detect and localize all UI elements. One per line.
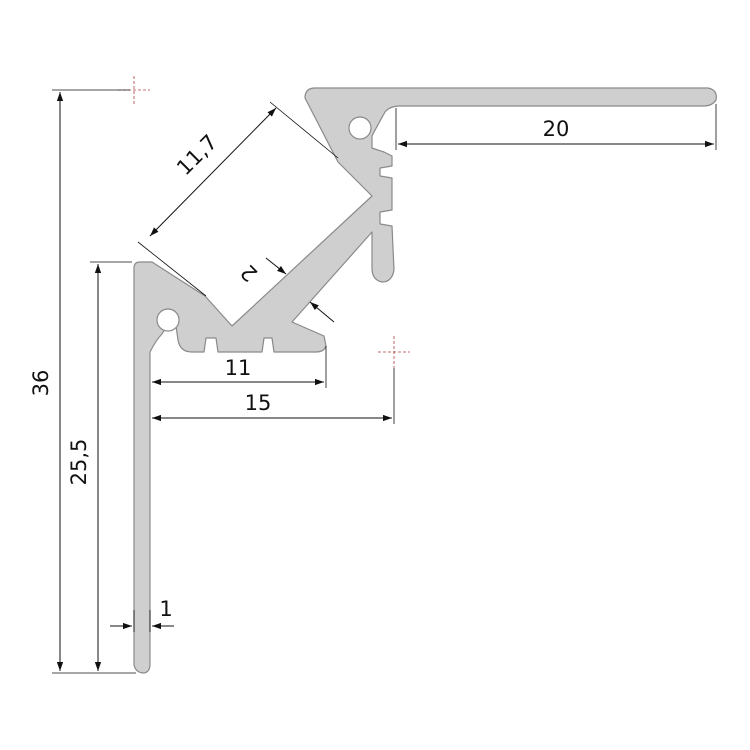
upper-screw-channel — [348, 116, 372, 140]
dimension-wall-thickness: 1 — [110, 597, 174, 632]
lower-screw-channel — [156, 308, 180, 332]
right-center-mark — [378, 336, 410, 368]
total-height-label: 36 — [29, 370, 53, 397]
wall-thickness-label: 1 — [159, 597, 172, 621]
diagonal-width-label: 11,7 — [172, 130, 222, 180]
diagonal-thickness-label: 2 — [236, 260, 262, 286]
dimension-bottom-outer: 15 — [152, 368, 395, 424]
dimension-inner-height: 25,5 — [67, 261, 132, 671]
top-center-mark — [118, 76, 150, 106]
dimension-total-height: 36 — [29, 89, 136, 674]
top-flange-label: 20 — [543, 117, 570, 141]
aluminium-profile — [133, 87, 717, 674]
bottom-outer-label: 15 — [245, 391, 272, 415]
bottom-inner-label: 11 — [225, 356, 252, 380]
dimension-top-flange: 20 — [395, 104, 717, 150]
dimension-bottom-inner: 11 — [152, 346, 327, 388]
inner-height-label: 25,5 — [67, 439, 91, 486]
